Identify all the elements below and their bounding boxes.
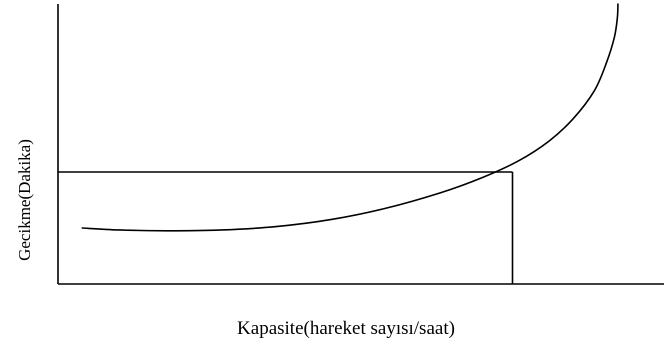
y-axis-label: Gecikme(Dakika) [15,139,34,261]
x-axis-label: Kapasite(hareket sayısı/saat) [237,318,455,339]
delay-curve [81,3,619,232]
